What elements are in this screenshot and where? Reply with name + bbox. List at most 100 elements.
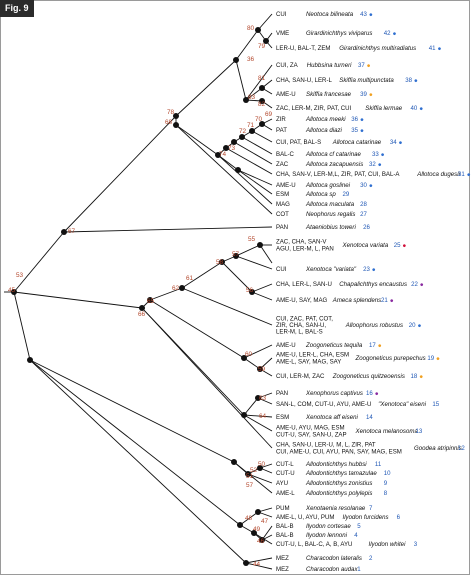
tree-branch [63,226,273,233]
tree-branch [243,414,273,418]
tip-locality-code: CUT-L [276,461,294,468]
support-value: 73 [228,145,236,152]
tree-branch [251,291,273,301]
tip-number: 5 [357,523,361,530]
tip-locality-code: AME-U [276,342,296,349]
tree-node [173,122,179,128]
tree-node [249,128,255,134]
tip-locality-code: AYU [276,480,288,487]
tip-species-name: Chapalichthys encaustus [339,281,407,288]
tip-locality-code: COT [276,211,289,218]
tip-locality-code: AGU, LER-M, L, PAN [276,245,334,252]
support-value: 81 [258,75,266,82]
tip-locality-code: CUT-U, SAY, SAN-U, ZAP [276,431,347,438]
tip-number: 35 [351,127,358,134]
support-value: 74 [219,151,227,158]
support-value: 55 [248,236,256,243]
tip-number: 7 [369,505,373,512]
tip-species-name: Skiffia lermae [365,105,403,112]
tip-species-name: Ilyodon lennoni [306,532,348,539]
tip-number: 16 [366,390,373,397]
support-value: 56 [246,287,254,294]
tree-branch [29,359,241,526]
tip-species-name: Xenotoca variata [342,242,389,249]
tip-number: 40 [411,105,418,112]
tip-species-name: Ilyodon whitei [369,541,407,548]
tree-branches [4,13,273,570]
tip-species-name: Characodon lateralis [306,555,362,562]
support-value: 51 [246,473,254,480]
tip-locality-code: CUI, LER-M, ZAC [276,373,325,380]
tree-branch [225,147,273,175]
tip-number: 36 [351,116,358,123]
tree-node [243,97,249,103]
support-value: 45 [8,287,16,294]
tip-locality-code: CUI, PAT, BAL-S [276,139,321,146]
tip-status-marker: ● [399,139,403,146]
tree-branch [149,299,245,359]
tree-branch [13,291,31,361]
tip-status-marker: ● [467,171,471,178]
tip-status-marker: ● [378,342,382,349]
tree-branch [237,169,273,186]
tip-number: 33 [372,151,379,158]
support-value: 57 [246,482,254,489]
tip-locality-code: ZAC, LER-M, ZIR, PAT, CUI [276,105,352,112]
tree-node [259,537,265,543]
support-value: 66 [138,311,146,318]
tip-locality-code: LER-U, BAL-T, ZEM [276,45,331,52]
tip-species-name: Zoogoneticus tequila [305,342,363,349]
tip-locality-code: AME-U, AYU, MAG, ESM [276,425,345,432]
tip-locality-code: AME-U [276,91,296,98]
tip-number: 30 [360,182,367,189]
tip-number: 2 [369,555,373,562]
tip-locality-code: MEZ [276,555,289,562]
tip-number: 1 [357,566,361,573]
support-value: 64 [259,413,267,420]
tip-locality-code: ZIR [276,116,286,123]
tip-species-name: Goodea atripinnis [414,445,462,452]
tree-node [251,530,257,536]
tip-species-name: Allotoca dugesii [416,171,460,178]
tip-locality-code: AME-U, SAY, MAG [276,297,328,304]
tip-number: 21 [381,297,388,304]
tip-locality-code: MEZ [276,566,289,573]
tree-branch [141,307,273,449]
support-value: 71 [247,122,255,129]
tip-species-name: Ameca splendens [332,297,381,304]
tip-species-name: Characodon audax [306,566,358,573]
tree-node [259,121,265,127]
tree-node [173,113,179,119]
tip-number: 13 [416,428,423,435]
tip-status-marker: ● [419,373,423,380]
tip-status-marker: ● [375,390,379,397]
tree-node [231,459,237,465]
tip-status-marker: ● [369,91,373,98]
tip-species-name: Xenotaenia resolanae [305,505,366,512]
tree-branch [243,414,273,432]
tree-branch [251,283,273,293]
tip-status-marker: ● [390,297,394,304]
tree-node [241,355,247,361]
tip-number: 32 [369,161,376,168]
tip-number: 38 [405,77,412,84]
tip-number: 12 [458,445,465,452]
tip-species-name: Xenotoca "variata" [305,266,357,273]
tree-branch [237,169,273,195]
tip-species-name: Girardinichthys multiradiatus [339,45,416,52]
tip-species-name: Ataeniobius toweri [305,224,356,231]
tree-branch [175,124,219,156]
support-value: 70 [255,116,263,123]
